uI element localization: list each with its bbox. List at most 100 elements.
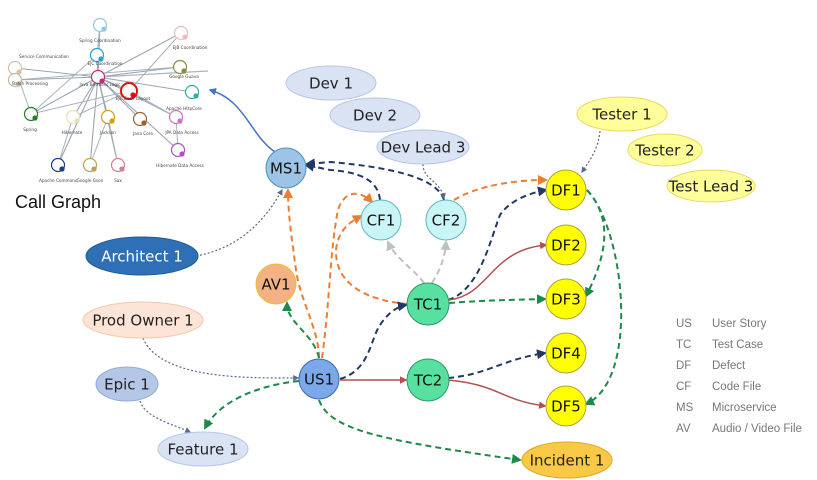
call-graph-node: Sax — [110, 157, 126, 183]
nodes: Dev 1 Dev 2 Dev Lead 3 Tester 1 Tester 2 Test… — [82, 65, 756, 479]
edge-us1-to-av1 — [282, 301, 320, 359]
person-incident1[interactable]: Incident 1 — [521, 441, 613, 479]
person-tester1[interactable]: Tester 1 — [576, 96, 668, 132]
person-label: Prod Owner 1 — [92, 312, 193, 330]
call-graph-link — [30, 54, 98, 115]
node-df5[interactable]: DF5 — [545, 385, 587, 427]
person-label: Dev Lead 3 — [381, 139, 466, 157]
node-df1[interactable]: DF1 — [545, 169, 587, 211]
person-devlead3[interactable]: Dev Lead 3 — [376, 129, 470, 165]
edge-tc2-to-df4 — [447, 349, 547, 379]
person-dev2[interactable]: Dev 2 — [329, 97, 421, 133]
edge-tc1-to-df3 — [448, 294, 547, 305]
node-label: CF1 — [367, 212, 396, 230]
call-graph-node: Service Communication — [7, 54, 69, 76]
call-graph-title: Call Graph — [15, 192, 102, 212]
node-us1[interactable]: US1 — [298, 358, 340, 400]
legend-meaning: User Story — [712, 318, 767, 330]
call-graph-node-label: Batch Processing — [12, 81, 48, 86]
call-graph-node-label: Apache Commons — [39, 178, 77, 183]
edge-ms1-to-call_graph — [208, 88, 276, 153]
person-label: Tester 1 — [591, 106, 651, 124]
call-graph-link — [97, 66, 181, 78]
node-label: DF3 — [551, 291, 581, 309]
edge-us1-to-incident1 — [318, 399, 522, 464]
edge-us1-to-cf1 — [321, 192, 374, 359]
call-graph-node: Hibernate — [62, 109, 83, 135]
call-graph-node-label: Java Business Logic — [79, 82, 122, 87]
edge-cf1-to-ms1 — [304, 161, 381, 201]
node-av1[interactable]: AV1 — [255, 263, 297, 305]
legend-meaning: Audio / Video File — [712, 423, 802, 435]
call-graph-node: Google Gson — [77, 157, 104, 183]
node-df4[interactable]: DF4 — [545, 332, 587, 374]
edge-tester1-to-df1 — [581, 130, 601, 173]
call-graph-link — [14, 67, 99, 78]
node-label: TC2 — [413, 372, 442, 390]
call-graph-node-label: JPA Data Access — [164, 130, 198, 135]
legend-abbr: DF — [676, 360, 692, 372]
call-graph-node: Apache Commons — [39, 157, 77, 183]
person-testlead3[interactable]: Test Lead 3 — [666, 169, 756, 203]
call-graph-node: EJC Code Layout — [116, 82, 151, 101]
node-ms1[interactable]: MS1 — [265, 147, 307, 189]
legend-abbr: CF — [676, 381, 692, 393]
call-graph-node-label: Hibernate — [62, 130, 83, 135]
edge-us1-to-feature1 — [204, 380, 300, 430]
call-graph-link — [97, 76, 193, 93]
edge-tc2-to-df5 — [447, 379, 547, 409]
person-prodowner1[interactable]: Prod Owner 1 — [82, 301, 204, 339]
node-tc2[interactable]: TC2 — [406, 358, 450, 402]
call-graph-node: Spring Coordination — [79, 17, 121, 43]
call-graph-link — [107, 116, 119, 166]
call-graph-link — [57, 116, 74, 166]
node-label: CF2 — [432, 212, 461, 230]
person-tester2[interactable]: Tester 2 — [627, 133, 703, 167]
person-label: Tester 2 — [634, 142, 694, 160]
edge-tc1-to-cf1 — [386, 240, 425, 284]
person-feature1[interactable]: Feature 1 — [157, 431, 249, 467]
legend-abbr: MS — [676, 402, 694, 414]
person-label: Dev 2 — [353, 107, 397, 125]
node-label: DF4 — [551, 345, 581, 363]
call-graph-node-label: EJB Coordination — [173, 45, 208, 50]
call-graph-node-label: Sax — [114, 178, 122, 183]
person-label: Epic 1 — [104, 376, 150, 394]
call-graph-link — [97, 70, 209, 78]
call-graph-node-label: Apache HttpCore — [166, 106, 202, 111]
legend-abbr: TC — [676, 339, 692, 351]
node-cf1[interactable]: CF1 — [360, 199, 402, 241]
call-graph-node: JPA Data Access — [164, 109, 199, 135]
call-graph-node-label: Jackson — [99, 130, 116, 135]
person-label: Architect 1 — [101, 248, 183, 266]
person-architect1[interactable]: Architect 1 — [85, 236, 199, 276]
edge-tc1-to-cf1 — [334, 215, 409, 305]
edge-df1-to-df5 — [584, 189, 623, 406]
call-graph-node: Apache HttpCore — [166, 84, 202, 111]
call-graph-node-label: EJC Coordination — [88, 61, 123, 66]
person-dev1[interactable]: Dev 1 — [285, 65, 377, 101]
edges — [139, 88, 623, 464]
call-graph-node-label: Spring Coordination — [79, 38, 121, 43]
person-epic1[interactable]: Epic 1 — [95, 366, 159, 402]
person-label: Incident 1 — [530, 452, 605, 470]
node-df2[interactable]: DF2 — [545, 224, 587, 266]
edge-tc1-to-df2 — [448, 241, 548, 301]
call-graph-node-label: Spring — [23, 127, 37, 132]
call-graph-node-label: Google Gson — [77, 178, 104, 183]
call-graph-node: EJC Coordination — [88, 47, 123, 66]
node-tc1[interactable]: TC1 — [406, 282, 450, 326]
node-label: US1 — [304, 371, 334, 389]
node-label: TC1 — [413, 296, 442, 314]
node-cf2[interactable]: CF2 — [425, 199, 467, 241]
node-df3[interactable]: DF3 — [545, 278, 587, 320]
call-graph-node-label: Google Guava — [169, 74, 199, 79]
call-graph-node: Java Business Logic — [79, 69, 122, 87]
call-graph-node: Batch Processing — [7, 72, 48, 88]
person-label: Feature 1 — [168, 441, 239, 459]
